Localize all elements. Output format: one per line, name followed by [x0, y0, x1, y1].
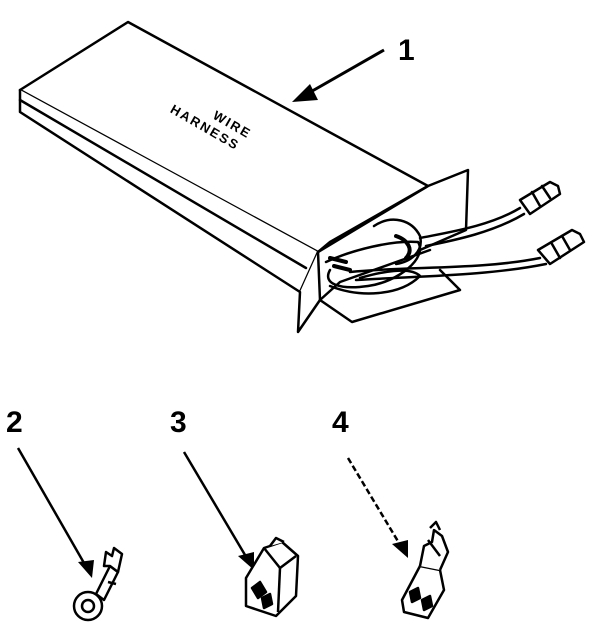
crimp-connector-part [244, 536, 300, 618]
ring-terminal-part [72, 546, 124, 622]
box-bottom-flap [318, 268, 462, 324]
box-side-flap [296, 250, 322, 334]
wire-lead-1 [418, 206, 522, 240]
connector-2 [536, 228, 586, 266]
callout-2: 2 [6, 406, 23, 439]
callout-4: 4 [332, 406, 349, 439]
wire-coil-1 [324, 240, 422, 289]
wire-lead-1b [424, 212, 526, 248]
callout-1: 1 [398, 34, 415, 67]
wire-coil-inner [394, 234, 412, 260]
callout-3: 3 [170, 406, 187, 439]
connector-1-detail [530, 184, 552, 208]
leader-arrow-2 [16, 447, 94, 578]
leader-arrow-1 [292, 48, 385, 102]
connector-2-detail [550, 234, 572, 260]
box-opening [316, 184, 432, 302]
wire-coil-3 [372, 218, 422, 266]
quick-disconnect-part [400, 520, 450, 620]
wire-crimp [328, 256, 352, 272]
leader-arrow-4 [346, 457, 408, 558]
connector-1 [518, 180, 562, 216]
box-edge [18, 98, 308, 270]
leader-arrow-3 [182, 451, 254, 570]
wire-lead-2b [354, 262, 548, 282]
wire-harness-part [18, 20, 586, 334]
wire-lead-2 [348, 256, 542, 274]
